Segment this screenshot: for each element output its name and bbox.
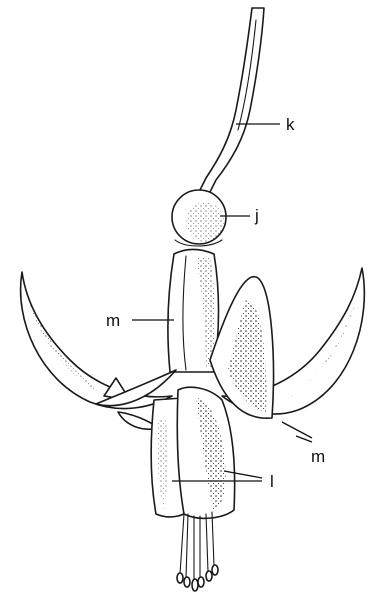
label-k: k	[286, 115, 295, 134]
corolla-petals	[151, 387, 234, 518]
label-m-left: m	[106, 311, 120, 330]
hypanthium-tube	[168, 250, 219, 373]
ovary	[172, 190, 226, 246]
stamens	[177, 512, 218, 591]
pedicel	[200, 8, 264, 192]
label-j: j	[254, 206, 259, 225]
label-m-right: m	[311, 447, 325, 466]
leader-m-right-1	[282, 422, 312, 438]
label-l: l	[270, 472, 274, 491]
